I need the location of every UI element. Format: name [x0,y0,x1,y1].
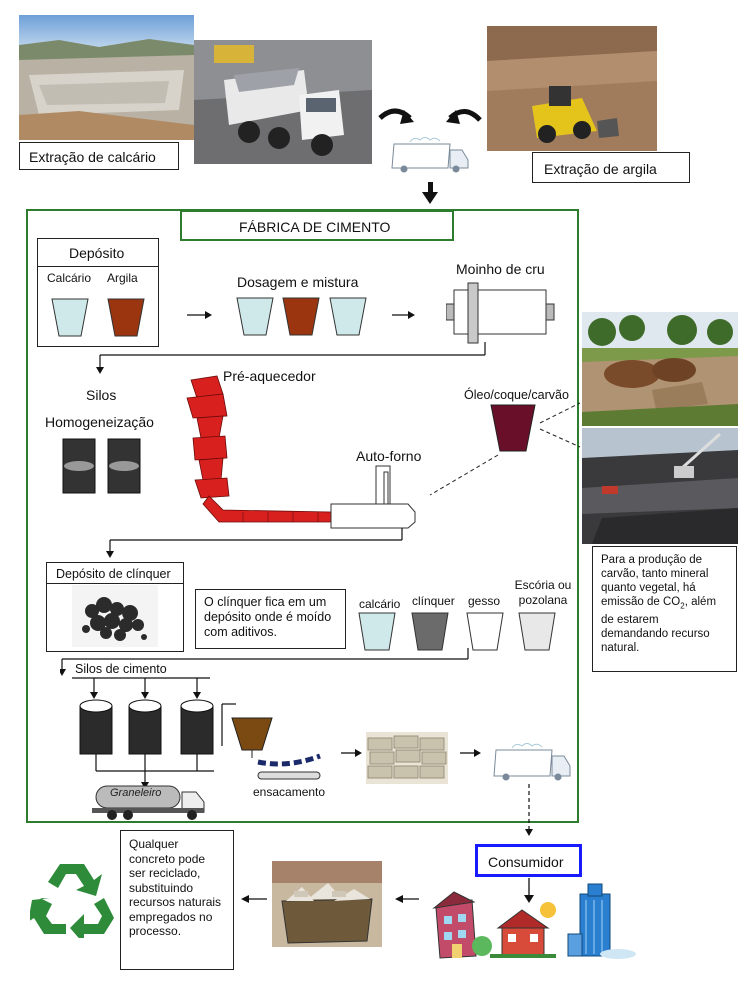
recycling-note: Qualquer concreto pode ser reciclado, su… [120,830,234,970]
limestone-quarry-photo [19,15,194,140]
raw-mill-label: Moinho de cru [456,261,545,277]
furnace-label: Auto-forno [356,448,422,464]
silos-label: Silos [86,387,117,403]
additive-slag-label: Escória ou pozolana [514,578,572,607]
deposit-title: Depósito [69,245,125,261]
additive-hoppers [358,612,556,651]
preheater-kiln-illustration [186,375,416,529]
cement-silos-illustration [72,677,236,789]
fuel-label: Óleo/coque/carvão [464,388,569,402]
fuel-hopper [490,404,536,452]
coal-mine-photo [582,428,738,544]
consumer-down-arrow [524,878,534,903]
charcoal-kilns-photo [582,312,738,426]
additive-clinker-label: clínquer [412,594,455,608]
deposit-box: Depósito Calcário Argila [37,238,159,347]
bags-to-truck-arrow [460,749,481,757]
consumer-box: Consumidor [475,844,582,877]
transport-truck-icon-top [391,137,469,173]
preheater-label: Pré-aquecedor [223,368,316,384]
row1-arrows [187,311,415,319]
buildings-illustration [432,883,636,959]
deposit-hoppers [51,298,145,337]
additive-limestone-label: calcário [359,597,401,611]
additive-gypsum-label: gesso [468,594,501,608]
deposit-clay-label: Argila [107,271,138,285]
demolition-rubble-photo [272,861,382,947]
deposit-limestone-label: Calcário [47,271,92,285]
bulk-truck [92,785,205,820]
clinker-deposit-box: Depósito de clínquer [46,562,184,652]
bulk-truck-label: Graneleiro [110,787,162,799]
mill-to-silos-line [96,342,486,374]
dosing-hoppers [236,297,367,336]
raw-mill-icon [446,282,555,344]
bagging-label: ensacamento [253,785,326,799]
top-flow-arrows [378,108,482,204]
carbon-emission-note: Para a produção de carvão, tanto mineral… [592,546,737,672]
cement-silos-label: Silos de cimento [75,662,167,676]
clinker-note: O clínquer fica em um depósito onde é mo… [195,589,346,649]
consumer-to-rubble-arrow [395,895,419,903]
truck-to-consumer-dashed-arrow [525,784,533,836]
homogenization-label: Homogeneização [45,414,154,430]
additives-to-silos-line [60,648,469,676]
dosing-label: Dosagem e mistura [237,274,359,290]
bagging-to-bags-arrow [341,749,362,757]
factory-title: FÁBRICA DE CIMENTO [180,210,454,241]
cement-bags-photo [366,732,448,784]
clay-extraction-label: Extração de argila [532,152,690,183]
kiln-to-clinker-line [106,528,403,558]
recycle-icon [30,864,114,938]
bagging-hopper-conveyor [231,717,321,780]
limestone-extraction-label: Extração de calcário [19,142,179,170]
rubble-to-note-arrow [241,895,267,903]
clinker-photo [72,585,158,647]
transport-truck-icon-bottom [493,743,571,781]
fuel-dashed-links [429,402,581,496]
dump-truck-photo [194,40,372,164]
clay-extraction-photo [487,26,657,151]
homogenization-silos [62,438,141,494]
